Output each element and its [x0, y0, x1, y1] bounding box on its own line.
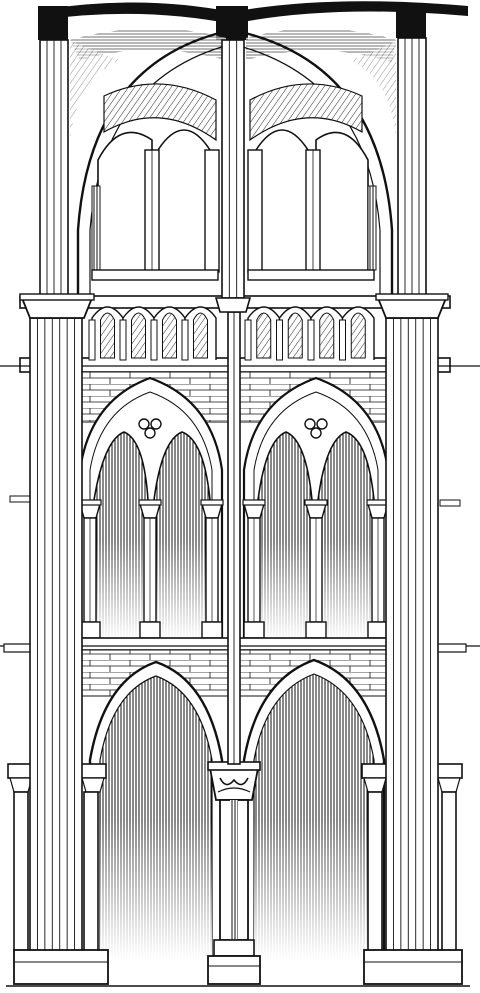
side-shaft-right	[361, 763, 463, 953]
gallery-tier	[0, 371, 480, 653]
vault-webbing	[70, 28, 396, 140]
pier-bases	[6, 949, 470, 987]
arcade-arch-left	[88, 660, 224, 960]
triforium-arcade	[88, 306, 375, 361]
arcade-arch-right	[242, 658, 386, 960]
clerestory-bay-left	[76, 28, 233, 300]
central-pier	[207, 761, 261, 985]
arcade-tier	[7, 649, 463, 985]
trefoil-left	[138, 418, 162, 439]
gallery-colonnettes	[78, 499, 390, 639]
trefoil-right	[304, 418, 328, 439]
shaft-capitals	[19, 293, 449, 319]
vaulting-shafts	[29, 37, 439, 953]
clerestory-bay-right	[231, 28, 394, 300]
side-shaft-left	[7, 763, 107, 953]
vault-cap	[38, 1, 468, 40]
